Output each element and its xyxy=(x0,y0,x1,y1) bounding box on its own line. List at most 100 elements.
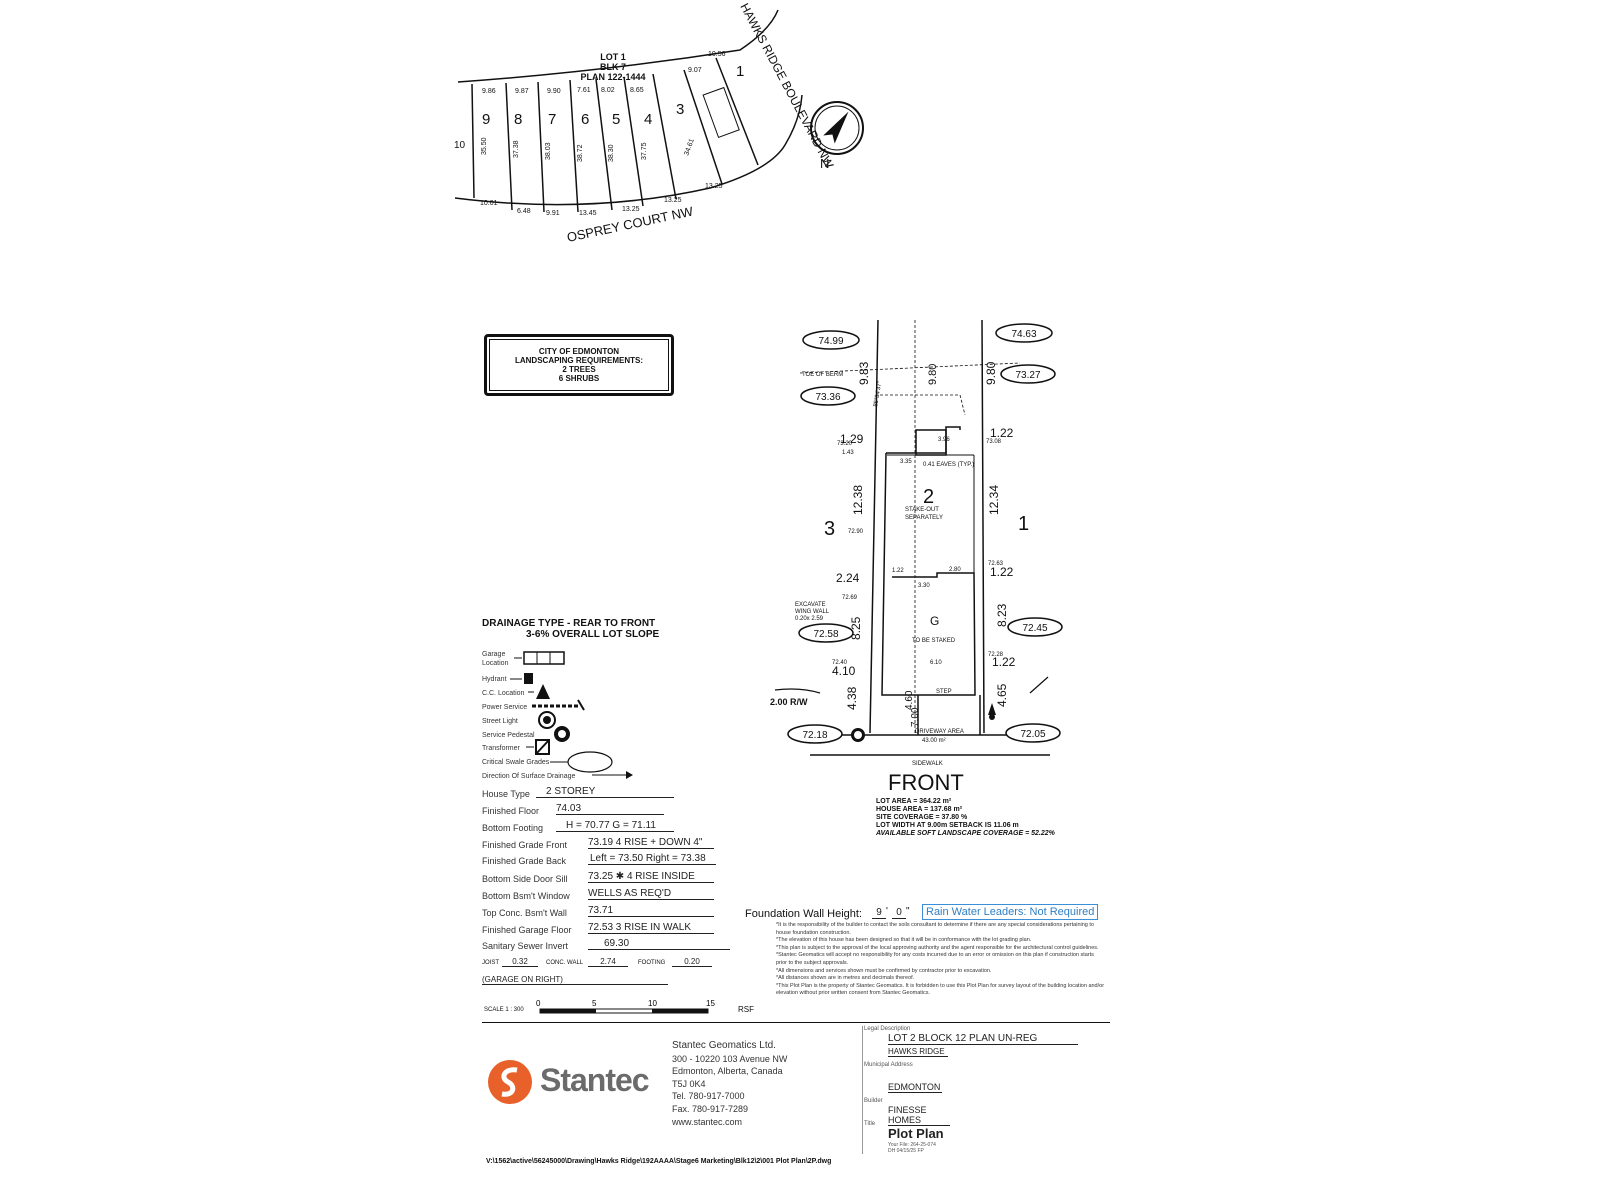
svg-text:8.02: 8.02 xyxy=(601,87,615,94)
svg-text:0.20x 2.59: 0.20x 2.59 xyxy=(795,616,824,622)
drainage-slope: 3-6% OVERALL LOT SLOPE xyxy=(526,629,660,640)
svg-text:4.65: 4.65 xyxy=(995,683,1009,707)
subdivision-name: HAWKS RIDGE xyxy=(888,1047,948,1057)
spec-value: H = 70.77 G = 71.11 xyxy=(556,820,674,832)
company-address: Edmonton, Alberta, Canada xyxy=(672,1066,783,1077)
landscaping-requirements-box: CITY OF EDMONTON LANDSCAPING REQUIREMENT… xyxy=(484,334,674,396)
svg-text:12.38: 12.38 xyxy=(851,485,865,515)
svg-text:10: 10 xyxy=(648,999,657,1008)
rsf-label: RSF xyxy=(738,1005,754,1014)
key-lot-label: 5 xyxy=(612,111,620,128)
spec-value: 72.53 3 RISE IN WALK xyxy=(588,922,714,934)
svg-text:72.69: 72.69 xyxy=(842,595,858,601)
lot-stat: LOT AREA = 364.22 m² xyxy=(876,798,952,805)
landscaping-line: LANDSCAPING REQUIREMENTS: xyxy=(514,356,643,365)
svg-text:72.18: 72.18 xyxy=(802,730,827,741)
foundation-feet: 9 xyxy=(872,907,886,919)
spec-value: WELLS AS REQ'D xyxy=(588,888,714,900)
svg-text:38.72: 38.72 xyxy=(577,144,584,162)
power-service-icon xyxy=(532,699,585,711)
plan-note: *All distances shown are in metres and d… xyxy=(776,975,915,982)
spec-value: Left = 73.50 Right = 73.38 xyxy=(588,853,716,865)
svg-text:73.20: 73.20 xyxy=(837,441,853,447)
ref-lot-line1: LOT 1 xyxy=(600,52,626,62)
svg-text:7.61: 7.61 xyxy=(577,87,591,94)
spec-value: 73.25 ✱ 4 RISE INSIDE xyxy=(588,871,714,883)
svg-text:15: 15 xyxy=(706,999,715,1008)
city-name: EDMONTON xyxy=(888,1082,942,1093)
svg-text:2.24: 2.24 xyxy=(836,571,860,585)
foundation-inches: 0 xyxy=(892,907,906,919)
svg-text:74.99: 74.99 xyxy=(818,336,843,347)
drainage-type: DRAINAGE TYPE - REAR TO FRONT xyxy=(482,618,656,629)
plan-note: *This Plot Plan is the property of Stant… xyxy=(776,982,1105,997)
plan-note: *It is the responsibility of the builder… xyxy=(776,922,1094,936)
plan-note: *The elevation of this house has been de… xyxy=(776,937,1032,944)
company-web[interactable]: www.stantec.com xyxy=(672,1116,743,1127)
svg-text:4.60: 4.60 xyxy=(904,690,915,710)
ref-lot-line3: PLAN 122-1444 xyxy=(580,72,645,82)
spec-label: Finished Floor xyxy=(482,806,540,816)
svg-text:37.75: 37.75 xyxy=(641,142,648,160)
stantec-logo-text: Stantec xyxy=(540,1062,650,1098)
title-block-rule xyxy=(482,1022,1110,1023)
svg-text:72.90: 72.90 xyxy=(848,529,864,535)
spec-label: House Type xyxy=(482,789,530,799)
svg-text:SIDEWALK: SIDEWALK xyxy=(912,761,943,767)
svg-text:TO BE STAKED: TO BE STAKED xyxy=(912,638,956,644)
joist-value: 0.32 xyxy=(502,957,538,967)
file-path: V:\1562\active\56245000\Drawing\Hawks Ri… xyxy=(486,1158,832,1165)
svg-text:1.22: 1.22 xyxy=(992,655,1016,669)
file-number: Your File: 264-25-074 xyxy=(888,1142,936,1148)
svg-text:13.25: 13.25 xyxy=(622,206,640,213)
svg-text:10.56: 10.56 xyxy=(708,51,726,58)
svg-text:13.25: 13.25 xyxy=(664,197,682,204)
svg-text:9.86: 9.86 xyxy=(482,88,496,95)
spec-value: 73.71 xyxy=(588,905,714,917)
svg-text:N: N xyxy=(820,156,829,171)
rain-water-leaders-note: Rain Water Leaders: Not Required xyxy=(922,904,1099,920)
svg-text:9.90: 9.90 xyxy=(547,88,561,95)
svg-text:72.28: 72.28 xyxy=(988,652,1004,658)
svg-text:9.80: 9.80 xyxy=(984,361,998,385)
svg-text:43.00 m²: 43.00 m² xyxy=(922,738,946,744)
svg-text:TOE OF BERM: TOE OF BERM xyxy=(802,372,843,378)
svg-text:9.91: 9.91 xyxy=(546,210,560,217)
company-address: T5J 0K4 xyxy=(672,1078,706,1089)
plan-note: *Stantec Geomatics will accept no respon… xyxy=(776,952,1094,966)
svg-text:8.23: 8.23 xyxy=(995,603,1009,627)
spec-value: 74.03 xyxy=(556,803,664,815)
svg-text:8.25: 8.25 xyxy=(849,616,863,640)
spec-value: 2 STOREY xyxy=(536,786,674,798)
spec-label: Bottom Side Door Sill xyxy=(482,874,568,884)
svg-text:73.27: 73.27 xyxy=(1015,370,1040,381)
svg-text:72.45: 72.45 xyxy=(1022,623,1047,634)
svg-text:85°34'37": 85°34'37" xyxy=(873,381,883,407)
key-lot-label: 9 xyxy=(482,111,490,128)
svg-text:STEP: STEP xyxy=(936,689,952,695)
lot-statistics: LOT AREA = 364.22 m² HOUSE AREA = 137.68… xyxy=(876,798,1055,838)
legend-drainage-direction: Direction Of Surface Drainage xyxy=(482,773,576,780)
key-lot-label: 10 xyxy=(454,140,466,151)
legend-garage: Garage Location xyxy=(482,651,509,667)
svg-text:10.01: 10.01 xyxy=(480,200,498,207)
conc-wall-value: 2.74 xyxy=(588,957,628,967)
lot-stat: HOUSE AREA = 137.68 m² xyxy=(876,806,963,813)
garage-side-note: (GARAGE ON RIGHT) xyxy=(482,975,668,985)
svg-text:2: 2 xyxy=(923,486,934,508)
svg-text:EXCAVATE: EXCAVATE xyxy=(795,602,826,608)
company-address: 300 - 10220 103 Avenue NW xyxy=(672,1053,788,1064)
svg-text:74.63: 74.63 xyxy=(1011,329,1036,340)
spec-value: 69.30 xyxy=(588,938,730,950)
svg-text:1.22: 1.22 xyxy=(990,565,1014,579)
svg-text:9.87: 9.87 xyxy=(515,88,529,95)
builder-name: FINESSE HOMES xyxy=(888,1105,950,1126)
svg-text:9.07: 9.07 xyxy=(688,67,702,74)
svg-text:9.80: 9.80 xyxy=(927,364,939,385)
svg-text:37.38: 37.38 xyxy=(513,140,520,158)
svg-text:STAKE-OUT: STAKE-OUT xyxy=(905,507,939,513)
lot-stat: SITE COVERAGE = 37.80 % xyxy=(876,814,968,821)
svg-text:6.10: 6.10 xyxy=(930,660,942,666)
svg-text:34.61: 34.61 xyxy=(683,138,696,157)
spec-label: Finished Grade Front xyxy=(482,840,568,850)
